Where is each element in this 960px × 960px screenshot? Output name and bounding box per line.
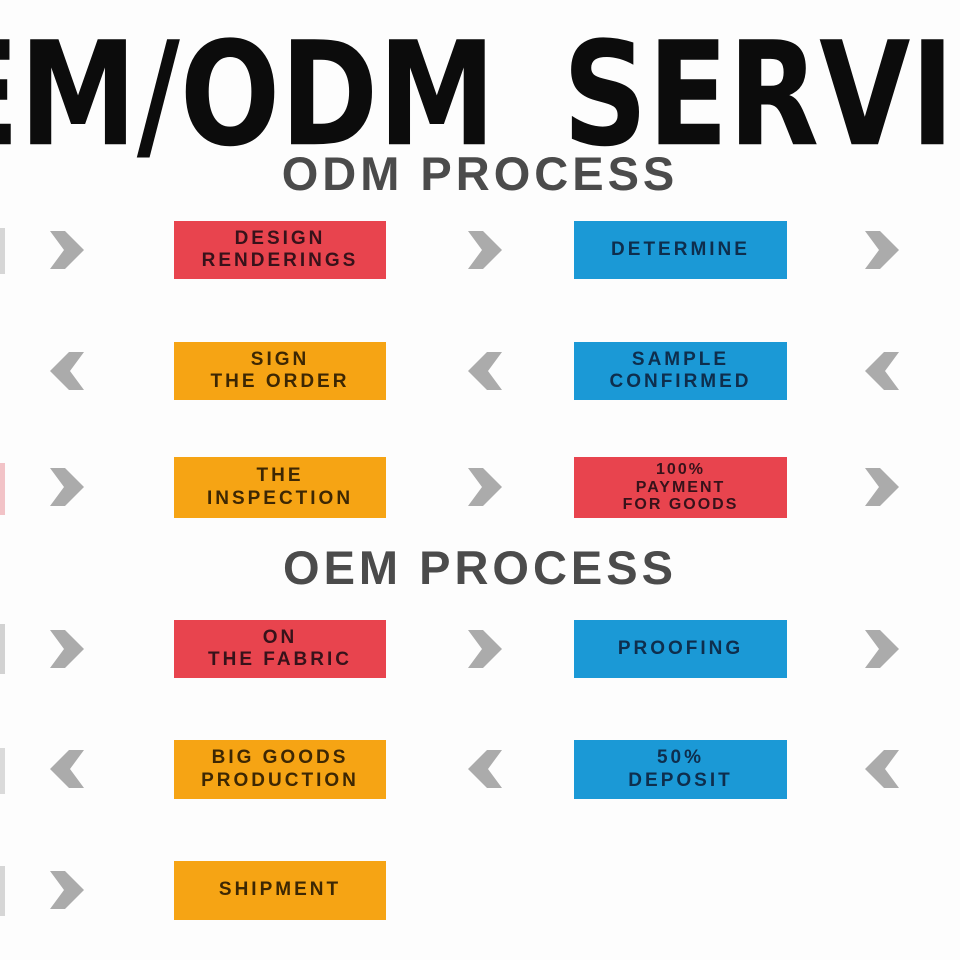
chevron-right-icon [862,231,902,269]
chevron-right-icon [47,630,87,668]
process-step-box: 50% DEPOSIT [574,740,787,799]
chevron-right-icon [465,468,505,506]
chevron-right-icon [862,468,902,506]
chevron-left-icon [47,750,87,788]
process-step-box: DETERMINE [574,221,787,279]
chevron-right-icon [47,871,87,909]
chevron-right-icon [47,468,87,506]
odm-process-heading: ODM PROCESS [281,147,679,200]
chevron-left-icon [465,750,505,788]
cropped-edge-artifact [0,463,5,515]
cropped-edge-artifact [0,624,5,674]
process-step-box: ON THE FABRIC [174,620,386,678]
process-step-box: THE INSPECTION [174,457,386,518]
chevron-left-icon [465,352,505,390]
chevron-right-icon [465,630,505,668]
process-step-box: SHIPMENT [174,861,386,920]
oem-process-heading: OEM PROCESS [283,541,677,594]
cropped-edge-artifact [0,866,5,916]
chevron-left-icon [862,352,902,390]
chevron-right-icon [47,231,87,269]
chevron-left-icon [47,352,87,390]
page-title: OEM/ODM SERVICE [0,10,960,179]
cropped-edge-artifact [0,748,5,794]
chevron-left-icon [862,750,902,788]
process-step-box: SIGN THE ORDER [174,342,386,400]
cropped-edge-artifact [0,228,5,274]
process-step-box: PROOFING [574,620,787,678]
chevron-right-icon [862,630,902,668]
process-step-box: 100% PAYMENT FOR GOODS [574,457,787,518]
process-step-box: BIG GOODS PRODUCTION [174,740,386,799]
chevron-right-icon [465,231,505,269]
process-step-box: SAMPLE CONFIRMED [574,342,787,400]
process-step-box: DESIGN RENDERINGS [174,221,386,279]
